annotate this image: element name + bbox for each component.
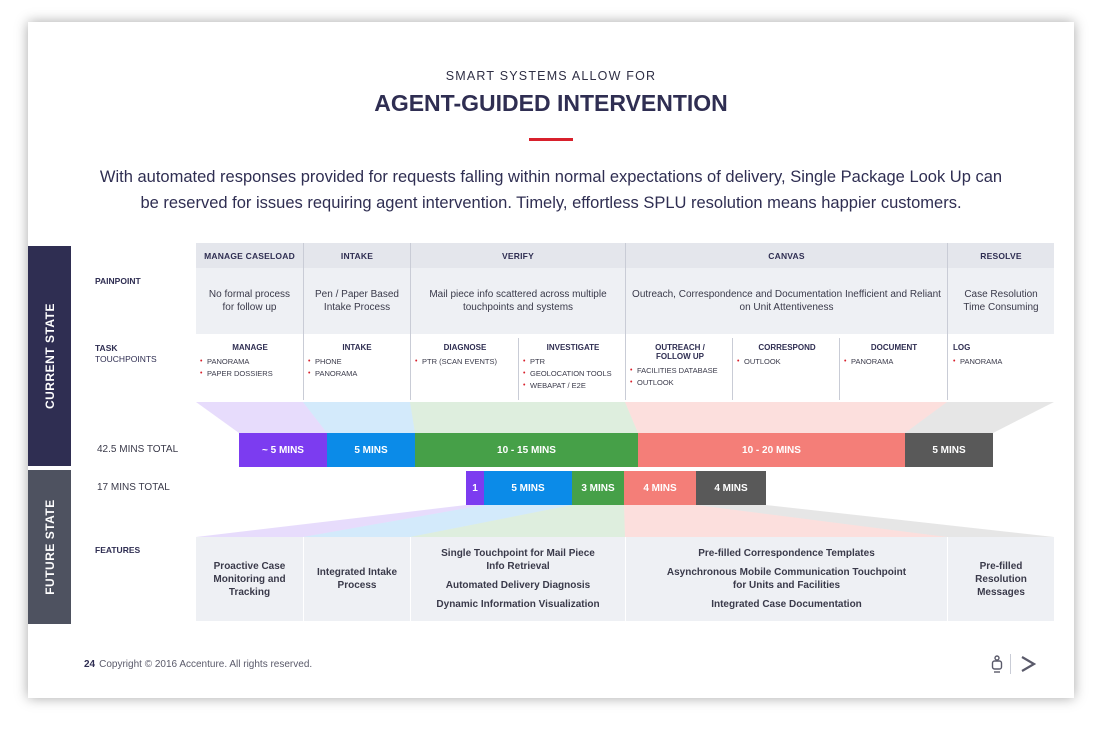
painpoint-resolve: Case Resolution Time Consuming [948, 268, 1054, 334]
task-head: CORRESPOND [758, 343, 816, 352]
task-investigate: INVESTIGATE PTRGEOLOCATION TOOLSWEBAPAT … [523, 343, 623, 392]
task-item: PANORAMA [308, 368, 406, 380]
task-item: PAPER DOSSIERS [200, 368, 300, 380]
touchpoints-label-text: TOUCHPOINTS [95, 354, 157, 364]
features-label: FEATURES [95, 545, 141, 555]
current-state-tab: CURRENT STATE [28, 246, 71, 466]
feature-item: Pre-filled Correspondence Templates [698, 548, 875, 559]
funnel-canvas [625, 402, 947, 433]
col-header-resolve: RESOLVE [948, 243, 1054, 268]
feature-item: Integrated Case Documentation [711, 599, 862, 610]
painpoint-manage: No formal process for follow up [196, 268, 303, 334]
task-item: GEOLOCATION TOOLS [523, 368, 623, 380]
page-number: 24 [84, 659, 96, 670]
task-head: OUTREACH / FOLLOW UP [655, 343, 705, 361]
current-bar-verify: 10 - 15 MINS [415, 433, 638, 467]
task-item: PTR (SCAN EVENTS) [415, 356, 515, 368]
task-correspond: CORRESPOND OUTLOOK [737, 343, 837, 368]
task-head: LOG [953, 343, 971, 352]
title-underline [529, 138, 573, 141]
kicker-text: SMART SYSTEMS ALLOW FOR [445, 69, 657, 83]
task-head: INTAKE [342, 343, 372, 352]
task-manage: MANAGE PANORAMAPAPER DOSSIERS [200, 343, 300, 380]
task-item: WEBAPAT / E2E [523, 380, 623, 392]
feature-item: Single Touchpoint for Mail Piece Info Re… [441, 548, 595, 572]
task-head: MANAGE [232, 343, 268, 352]
robot-icon [991, 655, 1003, 673]
task-intake: INTAKE PHONEPANORAMA [308, 343, 406, 380]
next-arrow-icon[interactable] [1020, 655, 1036, 673]
task-head: INVESTIGATE [546, 343, 600, 352]
funnel-future-verify [410, 505, 625, 537]
funnel-verify [410, 402, 638, 433]
funnel-intake [303, 402, 415, 433]
task-label-text: TASK [95, 343, 118, 353]
painpoint-label: PAINPOINT [95, 276, 141, 286]
feature-item: Dynamic Information Visualization [436, 599, 600, 610]
future-bar-intake: 5 MINS [484, 471, 572, 505]
task-item: PHONE [308, 356, 406, 368]
painpoint-canvas: Outreach, Correspondence and Documentati… [626, 268, 947, 334]
col-header-intake: INTAKE [304, 243, 410, 268]
feature-canvas: Pre-filled Correspondence Templates Asyn… [626, 537, 947, 621]
divider [625, 243, 626, 400]
current-bar-resolve: 5 MINS [905, 433, 993, 467]
funnel-resolve [905, 402, 1054, 433]
feature-item: Asynchronous Mobile Communication Touchp… [666, 567, 907, 591]
task-item: FACILITIES DATABASE [630, 365, 730, 377]
task-diagnose: DIAGNOSE PTR (SCAN EVENTS) [415, 343, 515, 368]
funnel-future-manage [196, 505, 484, 537]
feature-intake: Integrated Intake Process [304, 537, 410, 621]
future-bar-manage: 1 [466, 471, 484, 505]
task-document: DOCUMENT PANORAMA [844, 343, 944, 368]
future-bar-canvas: 4 MINS [624, 471, 696, 505]
task-item: PTR [523, 356, 623, 368]
current-total-label: 42.5 MINS TOTAL [97, 444, 179, 455]
future-total-label: 17 MINS TOTAL [97, 482, 170, 493]
funnel-future-canvas [624, 505, 947, 537]
future-state-tab: FUTURE STATE [28, 470, 71, 624]
feature-item: Automated Delivery Diagnosis [445, 580, 591, 591]
intro-paragraph: With automated responses provided for re… [99, 168, 1003, 212]
task-item: OUTLOOK [630, 377, 730, 389]
current-bar-intake: 5 MINS [327, 433, 415, 467]
painpoint-intake: Pen / Paper Based Intake Process [304, 268, 410, 334]
task-log: LOG PANORAMA [953, 343, 1051, 368]
feature-verify: Single Touchpoint for Mail Piece Info Re… [411, 537, 625, 621]
future-bar-verify: 3 MINS [572, 471, 624, 505]
page-title: AGENT-GUIDED INTERVENTION [374, 90, 728, 116]
copyright-text: Copyright © 2016 Accenture. All rights r… [99, 659, 313, 670]
divider [732, 338, 733, 400]
divider [947, 243, 948, 400]
future-bar-resolve: 4 MINS [696, 471, 766, 505]
divider [303, 243, 304, 400]
task-item: PANORAMA [200, 356, 300, 368]
feature-resolve: Pre-filled Resolution Messages [948, 537, 1054, 621]
current-bar-canvas: 10 - 20 MINS [638, 433, 905, 467]
funnel-manage [196, 402, 327, 433]
col-header-verify: VERIFY [411, 243, 625, 268]
footer-divider [1010, 654, 1011, 674]
task-item: OUTLOOK [737, 356, 837, 368]
task-outreach: OUTREACH / FOLLOW UP FACILITIES DATABASE… [630, 343, 730, 389]
task-item: PANORAMA [953, 356, 1051, 368]
task-head: DOCUMENT [870, 343, 918, 352]
divider [839, 338, 840, 400]
col-header-canvas: CANVAS [626, 243, 947, 268]
current-bar-manage: ~ 5 MINS [239, 433, 327, 467]
task-item: PANORAMA [844, 356, 944, 368]
divider [518, 338, 519, 400]
col-header-manage: MANAGE CASELOAD [196, 243, 303, 268]
painpoint-verify: Mail piece info scattered across multipl… [411, 268, 625, 334]
feature-manage: Proactive Case Monitoring and Tracking [196, 537, 303, 621]
funnel-future-resolve [696, 505, 1054, 537]
funnel-future-intake [303, 505, 572, 537]
divider [410, 243, 411, 400]
task-head: DIAGNOSE [443, 343, 487, 352]
